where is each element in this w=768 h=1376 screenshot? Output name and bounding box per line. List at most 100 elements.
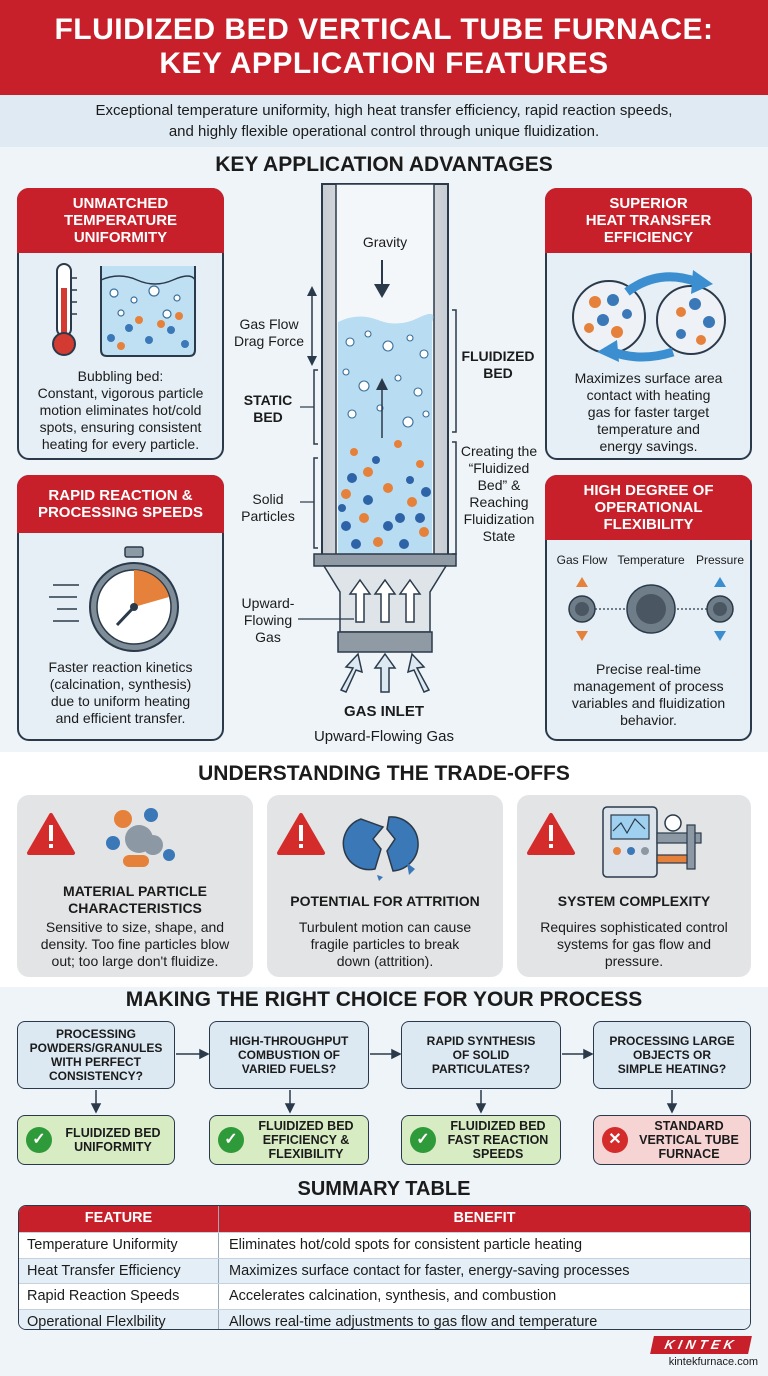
title-part: EFFICIENCY xyxy=(603,229,694,246)
a-line: FAST REACTION xyxy=(447,1133,549,1147)
check-icon: ✓ xyxy=(410,1127,436,1153)
tradeoff-title: POTENTIAL FOR ATTRITION xyxy=(273,893,497,910)
table-cell: Heat Transfer Efficiency xyxy=(19,1258,219,1283)
q-line: RAPID SYNTHESIS xyxy=(426,1034,536,1048)
card-flexibility: HIGH DEGREE OF OPERATIONAL FLEXIBILITY G… xyxy=(545,475,752,741)
text-line: systems for gas flow and xyxy=(556,936,712,952)
a-line: VERTICAL TUBE xyxy=(639,1133,739,1147)
intro-line-1: Exceptional temperature uniformity, high… xyxy=(95,102,673,119)
choice-question-1: PROCESSING POWDERS/GRANULES WITH PERFECT… xyxy=(17,1021,175,1089)
label-part: Fluidization xyxy=(463,511,535,527)
dial-label-gas-flow: Gas Flow xyxy=(556,553,608,567)
title-part: SUPERIOR xyxy=(609,195,688,212)
tradeoff-title: MATERIAL PARTICLE CHARACTERISTICS xyxy=(23,883,247,917)
choice-heading: MAKING THE RIGHT CHOICE FOR YOUR PROCESS xyxy=(125,988,643,1011)
tradeoff-text: Turbulent motion can cause fragile parti… xyxy=(273,919,497,970)
tradeoff-title: SYSTEM COMPLEXITY xyxy=(523,893,745,910)
card-rapid-reaction: RAPID REACTION & PROCESSING SPEEDS Faste… xyxy=(17,475,224,741)
text-line: Precise real-time xyxy=(595,661,702,677)
table-cell: Allows real-time adjustments to gas flow… xyxy=(229,1313,598,1330)
table-header-feature: FEATURE xyxy=(19,1206,219,1232)
text-line: contact with heating xyxy=(586,387,711,403)
title-part: UNMATCHED xyxy=(72,195,169,212)
label-part: Gas Flow xyxy=(239,316,299,332)
upward-gas-label: Upward- Flowing Gas xyxy=(232,595,304,646)
table-row: Heat Transfer Efficiency Maximizes surfa… xyxy=(19,1257,750,1283)
table-row: Rapid Reaction Speeds Accelerates calcin… xyxy=(19,1283,750,1309)
choice-answer-4: ✕ STANDARD VERTICAL TUBE FURNACE xyxy=(593,1115,751,1165)
gas-inlet-label: GAS INLET xyxy=(343,703,424,720)
label-part: Flowing xyxy=(243,612,293,628)
a-line: FLUIDIZED BED xyxy=(450,1119,546,1133)
solid-particles-label: Solid Particles xyxy=(232,491,304,525)
label-part: Drag Force xyxy=(233,333,305,349)
title-line-2: KEY APPLICATION FEATURES xyxy=(159,47,609,80)
answer-text: FLUIDIZED BED EFFICIENCY & FLEXIBILITY xyxy=(244,1119,368,1161)
table-cell: Maximizes surface contact for faster, en… xyxy=(229,1262,630,1279)
a-line: UNIFORMITY xyxy=(74,1140,152,1154)
title-part: HEAT TRANSFER xyxy=(585,212,712,229)
text-line: management of process xyxy=(573,678,724,694)
fluidized-bed-tube-diagram xyxy=(298,183,457,693)
a-line: EFFICIENCY & xyxy=(262,1133,350,1147)
text-line: heating for every particle. xyxy=(41,436,200,452)
title-part: UNIFORMITY xyxy=(73,229,168,246)
text-line: due to uniform heating xyxy=(50,693,191,709)
choice-flow-arrows xyxy=(90,1048,678,1114)
text-line: and efficient transfer. xyxy=(55,710,186,726)
title-part: MATERIAL PARTICLE xyxy=(63,883,207,899)
q-line: PROCESSING xyxy=(55,1027,136,1041)
text-line: Sensitive to size, shape, and xyxy=(45,919,225,935)
tradeoff-attrition: POTENTIAL FOR ATTRITION Turbulent motion… xyxy=(267,795,503,977)
text-line: density. Too fine particles blow xyxy=(40,936,230,952)
choice-question-3: RAPID SYNTHESIS OF SOLID PARTICULATES? xyxy=(401,1021,561,1089)
q-line: VARIED FUELS? xyxy=(241,1062,337,1076)
tradeoffs-heading: UNDERSTANDING THE TRADE-OFFS xyxy=(198,762,570,785)
a-line: STANDARD xyxy=(654,1119,724,1133)
label-part: BED xyxy=(483,365,513,381)
summary-heading: SUMMARY TABLE xyxy=(297,1178,471,1200)
label-part: Particles xyxy=(241,508,295,524)
q-line: OF SOLID xyxy=(452,1048,510,1062)
stopwatch-icon xyxy=(49,546,179,652)
label-part: “Fluidized xyxy=(468,460,530,476)
q-line: OBJECTS OR xyxy=(632,1048,711,1062)
gravity-label: Gravity xyxy=(362,234,408,250)
broken-particle-warning-icon xyxy=(277,813,419,881)
title-part: POTENTIAL FOR ATTRITION xyxy=(290,893,480,909)
table-cell: Rapid Reaction Speeds xyxy=(19,1284,219,1309)
page-title: FLUIDIZED BED VERTICAL TUBE FURNACE: KEY… xyxy=(0,0,768,95)
fluidized-bed-label: FLUIDIZED BED xyxy=(458,348,538,382)
answer-text: STANDARD VERTICAL TUBE FURNACE xyxy=(628,1119,750,1161)
text-line: variables and fluidization xyxy=(571,695,726,711)
table-header-benefit: BENEFIT xyxy=(453,1210,516,1226)
label-part: Reaching xyxy=(469,494,529,510)
choice-answer-2: ✓ FLUIDIZED BED EFFICIENCY & FLEXIBILITY xyxy=(209,1115,369,1165)
text-line: spots, ensuring consistent xyxy=(39,419,202,435)
choice-question-4: PROCESSING LARGE OBJECTS OR SIMPLE HEATI… xyxy=(593,1021,751,1089)
tradeoff-text: Requires sophisticated control systems f… xyxy=(523,919,745,970)
table-cell: Operational Flexlbility xyxy=(19,1309,219,1329)
label-part: STATIC xyxy=(243,392,293,408)
title-part: CHARACTERISTICS xyxy=(68,900,202,916)
text-line: Requires sophisticated control xyxy=(540,919,728,935)
a-line: FURNACE xyxy=(658,1147,720,1161)
static-bed-label: STATIC BED xyxy=(232,392,304,426)
q-line: COMBUSTION OF xyxy=(237,1048,340,1062)
card-rapid-title: RAPID REACTION & PROCESSING SPEEDS xyxy=(17,475,224,533)
x-icon: ✕ xyxy=(602,1127,628,1153)
a-line: FLUIDIZED BED xyxy=(258,1119,354,1133)
choice-question-2: HIGH-THROUGHPUT COMBUSTION OF VARIED FUE… xyxy=(209,1021,369,1089)
table-cell: Eliminates hot/cold spots for consistent… xyxy=(229,1237,583,1253)
text-line: Maximizes surface area xyxy=(574,370,723,386)
control-panel-warning-icon xyxy=(527,806,702,878)
text-line: pressure. xyxy=(604,953,664,969)
table-header-row: FEATURE BENEFIT xyxy=(19,1206,750,1232)
table-cell: Temperature Uniformity xyxy=(19,1233,219,1258)
label-part: Creating the xyxy=(460,443,538,459)
dial-label-pressure: Pressure xyxy=(695,553,745,567)
kintek-logo: KINTEK xyxy=(650,1336,752,1354)
control-dials-icon xyxy=(568,577,734,641)
dial-label-temperature: Temperature xyxy=(617,553,685,567)
card-flexibility-title: HIGH DEGREE OF OPERATIONAL FLEXIBILITY xyxy=(545,475,752,540)
